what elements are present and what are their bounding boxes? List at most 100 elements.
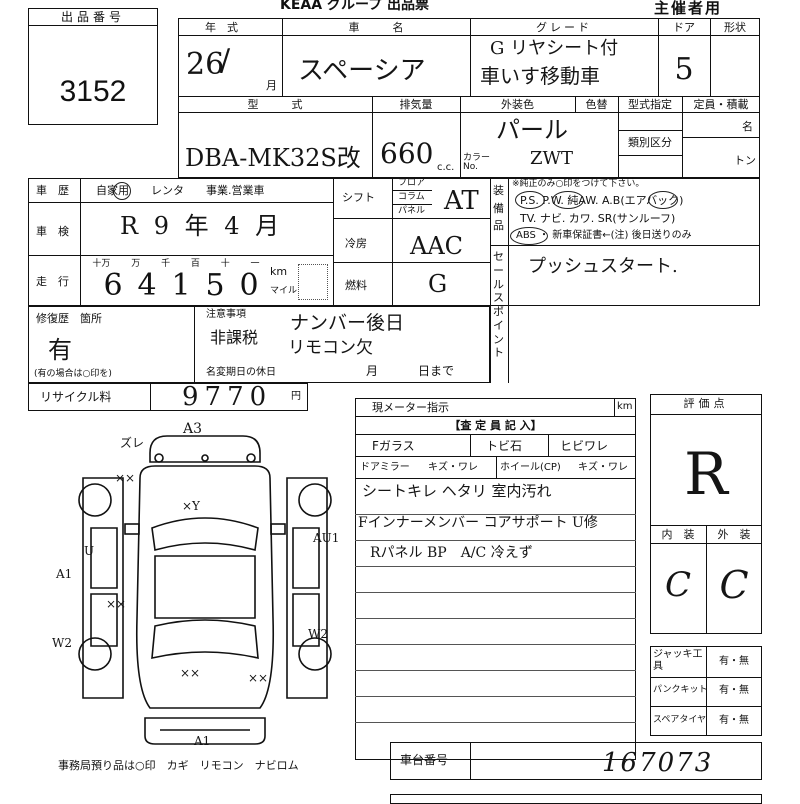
caution-label: 注意事項 [206, 309, 246, 320]
chip-label: トビ石 [486, 439, 523, 453]
name-change-day: 日まで [418, 364, 455, 378]
mark-zure: ズレ [120, 436, 145, 450]
shift-option-column: コラム [398, 192, 425, 202]
mark-xx-rear-2: ×× [248, 671, 269, 685]
history-label: 車 歴 [36, 184, 69, 197]
inspector-label: 【査 定 員 記 入】 [449, 419, 542, 432]
repair-table [28, 306, 490, 383]
equipment-label: 装備品 [493, 184, 504, 233]
year-value: 26 [186, 47, 225, 82]
history-table [28, 178, 760, 306]
exterior-score: C [719, 563, 749, 607]
recycle-table [28, 383, 308, 411]
shape-label: 形状 [724, 21, 746, 34]
lot-label: 出品番号 [60, 10, 125, 24]
non-tax-note: 非課税 [210, 328, 259, 347]
equipment-note: ※純正のみ○印をつけて下さい。 [512, 179, 645, 189]
digit-label: 千 [161, 259, 171, 269]
history-options: 自家用 レンタ 事業.営業車 [96, 184, 265, 197]
name-value: スペーシア [298, 56, 426, 86]
door-label: ドア [673, 21, 695, 34]
chassis-value: 167073 [602, 748, 714, 778]
mark-xx-rear-1: ×× [180, 666, 201, 680]
spare-label: スペアタイヤ [653, 715, 707, 725]
model-value: DBA-MK32S改 [185, 144, 361, 172]
mark-w2-right: W2 [308, 627, 328, 641]
mark-xx-left-front: ×× [115, 471, 136, 485]
mileage-digit: 0 [239, 268, 259, 303]
pw-circle [552, 191, 584, 209]
ab-circle [648, 191, 678, 209]
scratch-crack-label: キズ・ワレ [428, 462, 478, 473]
month-mark: 月 [266, 79, 277, 92]
grade-value-2: 車いす移動車 [480, 64, 600, 88]
jack-label: ジャッキ工具 [653, 649, 703, 672]
exterior-value: パール [496, 116, 568, 144]
name-change-month: 月 [366, 364, 379, 378]
km-unit: km [270, 265, 288, 278]
repair-label: 修復歴 箇所 [36, 312, 102, 325]
history-circle [113, 182, 131, 200]
chassis-label: 車台番号 [400, 753, 449, 767]
sales-point-label: セールスポイント [493, 250, 504, 360]
mileage-digit: 5 [205, 268, 225, 303]
mark-a3: A3 [183, 421, 203, 437]
mileage-digit: 4 [137, 268, 157, 303]
name-label: 車 名 [348, 21, 404, 34]
note-line-3: Rパネル BP A/C 冷えず [370, 545, 533, 561]
digit-label: 一 [250, 259, 260, 269]
digit-label: 十万 [92, 259, 111, 269]
shift-label: シフト [342, 191, 375, 204]
meter-unit: km [617, 401, 633, 412]
fuel-label: 燃料 [345, 279, 367, 292]
year-slash: / [220, 43, 231, 78]
fuel-value: G [428, 270, 448, 298]
spare-value: 有・無 [719, 715, 749, 726]
exterior-label: 外装色 [501, 98, 534, 111]
caution-line-2: リモコン欠 [288, 338, 373, 358]
f-glass-label: Fガラス [372, 439, 415, 453]
year-label: 年 式 [205, 21, 238, 34]
ps-circle [515, 191, 545, 209]
mark-au1: AU1 [313, 531, 340, 545]
mark-a1-bottom: A1 [194, 734, 211, 748]
note-line-2: Fインナーメンバー コアサポート U修 [358, 515, 598, 531]
digit-label: 万 [131, 259, 141, 269]
exterior-label: 外 装 [717, 528, 751, 541]
mileage-digit: 6 [103, 268, 123, 303]
color-change-label: 色替 [585, 98, 608, 111]
lot-box [28, 8, 158, 125]
displacement-value: 660 [380, 137, 434, 170]
chassis-table [390, 742, 762, 780]
mileage-digits: 6 4 1 5 0 [96, 268, 266, 304]
bottom-strip [390, 794, 762, 804]
interior-label: 内 装 [661, 528, 695, 541]
class-label: 類別区分 [628, 136, 672, 149]
inspection-label: 車 検 [36, 225, 69, 238]
crack-label: ヒビワレ [560, 439, 609, 453]
wheel-label: ホイール(CP) [500, 462, 561, 473]
footer-note: 事務局預り品は○印 カギ リモコン ナビロム [58, 759, 299, 772]
ton-unit: トン [734, 154, 756, 167]
door-value: 5 [674, 52, 694, 87]
equipment-row-1: P.S. P.W. 純AW. A.B(エアバック) [520, 194, 684, 207]
recycle-label: リサイクル料 [40, 390, 112, 404]
meter-table [355, 398, 636, 760]
equipment-row-3: ABS ・ 新車保証書←(注) 後日送りのみ [516, 230, 692, 241]
mileage-label: 走 行 [36, 275, 69, 288]
note-line-1: シートキレ ヘタリ 室内汚れ [362, 482, 552, 500]
model-label: 型 式 [247, 98, 303, 111]
mark-u: U [84, 544, 95, 558]
door-mirror-label: ドアミラー [360, 462, 410, 473]
sales-point-value: プッシュスタート. [528, 256, 678, 277]
mileage-digit: 1 [171, 268, 191, 303]
ac-label: 冷房 [345, 237, 367, 250]
grade-label: グレード [536, 21, 592, 34]
ac-value: AAC [410, 232, 464, 260]
scratch-crack-label-2: キズ・ワレ [578, 462, 628, 473]
displacement-label: 排気量 [399, 98, 433, 111]
inspection-value: R 9 年 4 月 [120, 212, 280, 240]
digit-label: 十 [220, 259, 230, 269]
name-change-label: 名変期日の休日 [206, 367, 276, 378]
mark-xx-left-door: ×× [106, 597, 127, 611]
